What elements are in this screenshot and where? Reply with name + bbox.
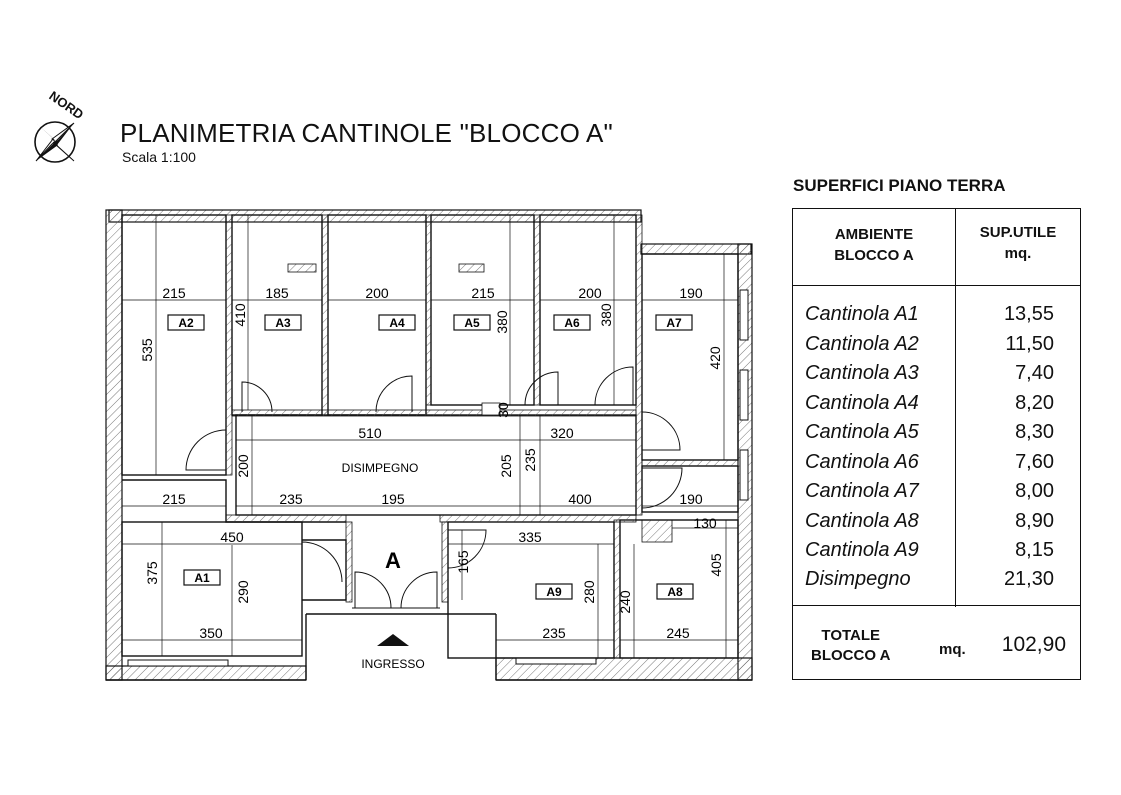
room-label-a7: A7 (655, 314, 693, 331)
room-label-a1: A1 (183, 569, 221, 586)
doors (185, 366, 683, 609)
svg-text:A4: A4 (389, 316, 405, 330)
room-label-a3: A3 (264, 314, 302, 331)
table-row-name: Cantinola A8 (805, 510, 919, 532)
dimension-label: 410 (232, 303, 248, 327)
entrance-letter: A (385, 548, 401, 573)
drawing-header: NORD PLANIMETRIA CANTINOLE "BLOCCO A" Sc… (0, 0, 1121, 200)
total-label: TOTALE BLOCCO A (811, 627, 891, 664)
table-row-name: Cantinola A3 (805, 362, 919, 384)
room-label-a8: A8 (656, 583, 694, 600)
table-row-value: 11,50 (1005, 333, 1054, 355)
dimension-label: 380 (494, 310, 510, 334)
room-label-a5: A5 (453, 314, 491, 331)
dimension-label: 235 (542, 625, 566, 641)
dimension-label: 510 (358, 425, 382, 441)
dimension-label: 190 (679, 491, 703, 507)
dimension-label: 195 (381, 491, 405, 507)
svg-text:A8: A8 (667, 585, 683, 599)
dimension-label: 290 (235, 580, 251, 604)
entrance-label: INGRESSO (361, 657, 424, 671)
dimension-label: 280 (581, 580, 597, 604)
dimension-label: 350 (199, 625, 223, 641)
table-row-name: Cantinola A7 (805, 480, 919, 502)
interior-partitions (225, 214, 739, 659)
dimension-label: 420 (707, 346, 723, 370)
dimension-texts: 215 185 200 215 200 190 535 410 380 380 … (139, 285, 724, 641)
corridor-label: DISIMPEGNO (342, 461, 419, 475)
dimension-lines (122, 215, 738, 658)
table-row-value: 21,30 (1003, 568, 1054, 590)
svg-text:A9: A9 (546, 585, 562, 599)
dimension-label: 190 (679, 285, 703, 301)
table-row-value: 7,60 (1015, 451, 1054, 473)
compass-rose-icon (34, 121, 76, 163)
table-row-name: Cantinola A9 (805, 539, 919, 561)
table-row-name: Cantinola A2 (805, 333, 919, 355)
dimension-label: 240 (617, 590, 633, 614)
plan-scale: Scala 1:100 (122, 149, 196, 165)
table-row-value: 8,15 (1015, 539, 1054, 561)
exterior-walls (105, 209, 753, 681)
room-label-a9: A9 (535, 583, 573, 600)
total-value: 102,90 (1001, 633, 1066, 656)
room-label-a2: A2 (167, 314, 205, 331)
dimension-label: 200 (365, 285, 389, 301)
table-row-value: 8,90 (1015, 510, 1054, 532)
svg-text:A1: A1 (194, 571, 210, 585)
table-row-value: 8,00 (1015, 480, 1054, 502)
room-label-a4: A4 (378, 314, 416, 331)
table-row-value: 8,20 (1015, 392, 1054, 414)
dimension-label: 335 (518, 529, 542, 545)
plan-title: PLANIMETRIA CANTINOLE "BLOCCO A" (120, 118, 613, 148)
svg-text:A3: A3 (275, 316, 291, 330)
table-column-divider (955, 209, 957, 607)
dimension-label: 205 (498, 454, 514, 478)
table-row-value: 13,55 (1003, 303, 1054, 325)
dimension-label: 215 (162, 491, 186, 507)
dimension-label: 380 (598, 303, 614, 327)
dimension-label: 450 (220, 529, 244, 545)
dimension-label: 235 (279, 491, 303, 507)
surfaces-title: SUPERFICI PIANO TERRA (793, 176, 1006, 195)
dimension-label: 320 (550, 425, 574, 441)
dimension-label: 30 (495, 402, 511, 418)
entrance-arrow-icon (377, 634, 409, 646)
svg-text:A7: A7 (666, 316, 682, 330)
table-total-divider (793, 605, 1080, 607)
table-row-name: Cantinola A5 (805, 421, 919, 443)
table-row-value: 7,40 (1015, 362, 1054, 384)
dimension-label: 215 (471, 285, 495, 301)
table-row-name: Cantinola A4 (805, 392, 919, 414)
floor-plan: A2 A3 A4 A5 A6 A7 A1 A9 A8 DISIMPEGNO A … (105, 209, 753, 681)
dimension-label: 215 (162, 285, 186, 301)
dimension-label: 245 (666, 625, 690, 641)
col-header-superficie: SUP.UTILE mq. (979, 224, 1057, 262)
dimension-label: 185 (265, 285, 289, 301)
dimension-label: 400 (568, 491, 592, 507)
table-row-name: Cantinola A6 (805, 451, 919, 473)
dimension-label: 200 (578, 285, 602, 301)
col-header-ambiente: AMBIENTE BLOCCO A (834, 226, 914, 264)
svg-text:A5: A5 (464, 316, 480, 330)
table-header-divider (793, 285, 1080, 287)
table-row-name: Cantinola A1 (805, 303, 919, 325)
room-labels: A2 A3 A4 A5 A6 A7 A1 A9 A8 (167, 314, 694, 600)
dimension-label: 535 (139, 338, 155, 362)
dimension-label: 235 (522, 448, 538, 472)
surfaces-table: AMBIENTE BLOCCO A SUP.UTILE mq. Cantinol… (792, 208, 1081, 680)
table-row-value: 8,30 (1015, 421, 1054, 443)
dimension-label: 200 (235, 454, 251, 478)
svg-text:A2: A2 (178, 316, 194, 330)
room-label-a6: A6 (553, 314, 591, 331)
total-unit: mq. (939, 641, 966, 658)
dimension-label: 375 (144, 561, 160, 585)
dimension-label: 165 (455, 550, 471, 574)
dimension-label: 405 (708, 553, 724, 577)
dimension-label: 130 (693, 515, 717, 531)
svg-text:A6: A6 (564, 316, 580, 330)
table-row-name: Disimpegno (805, 568, 911, 590)
